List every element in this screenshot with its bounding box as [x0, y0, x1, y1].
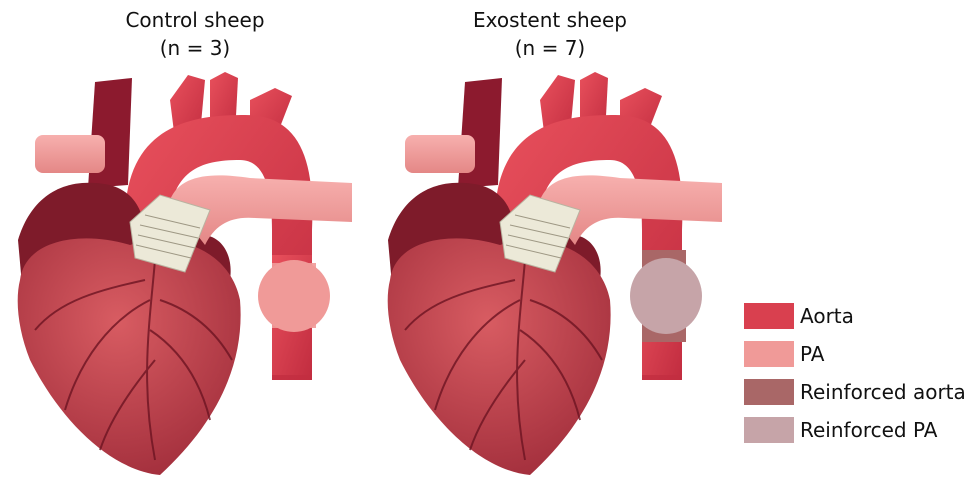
legend-item-reinforced-pa: Reinforced PA	[744, 412, 966, 448]
legend-item-reinforced-aorta: Reinforced aorta	[744, 374, 966, 410]
reinforced-pa-bulb	[630, 258, 702, 334]
legend: Aorta PA Reinforced aorta Reinforced PA	[744, 298, 966, 450]
aorta-swatch	[744, 303, 794, 329]
legend-label-aorta: Aorta	[800, 304, 854, 328]
reinforced-aorta-swatch	[744, 379, 794, 405]
legend-item-pa: PA	[744, 336, 966, 372]
legend-label-reinforced-pa: Reinforced PA	[800, 418, 937, 442]
control-heart	[18, 72, 352, 475]
reinforced-pa-swatch	[744, 417, 794, 443]
legend-label-reinforced-aorta: Reinforced aorta	[800, 380, 966, 404]
exostent-heart	[388, 72, 722, 475]
pa-swatch	[744, 341, 794, 367]
legend-label-pa: PA	[800, 342, 824, 366]
legend-item-aorta: Aorta	[744, 298, 966, 334]
